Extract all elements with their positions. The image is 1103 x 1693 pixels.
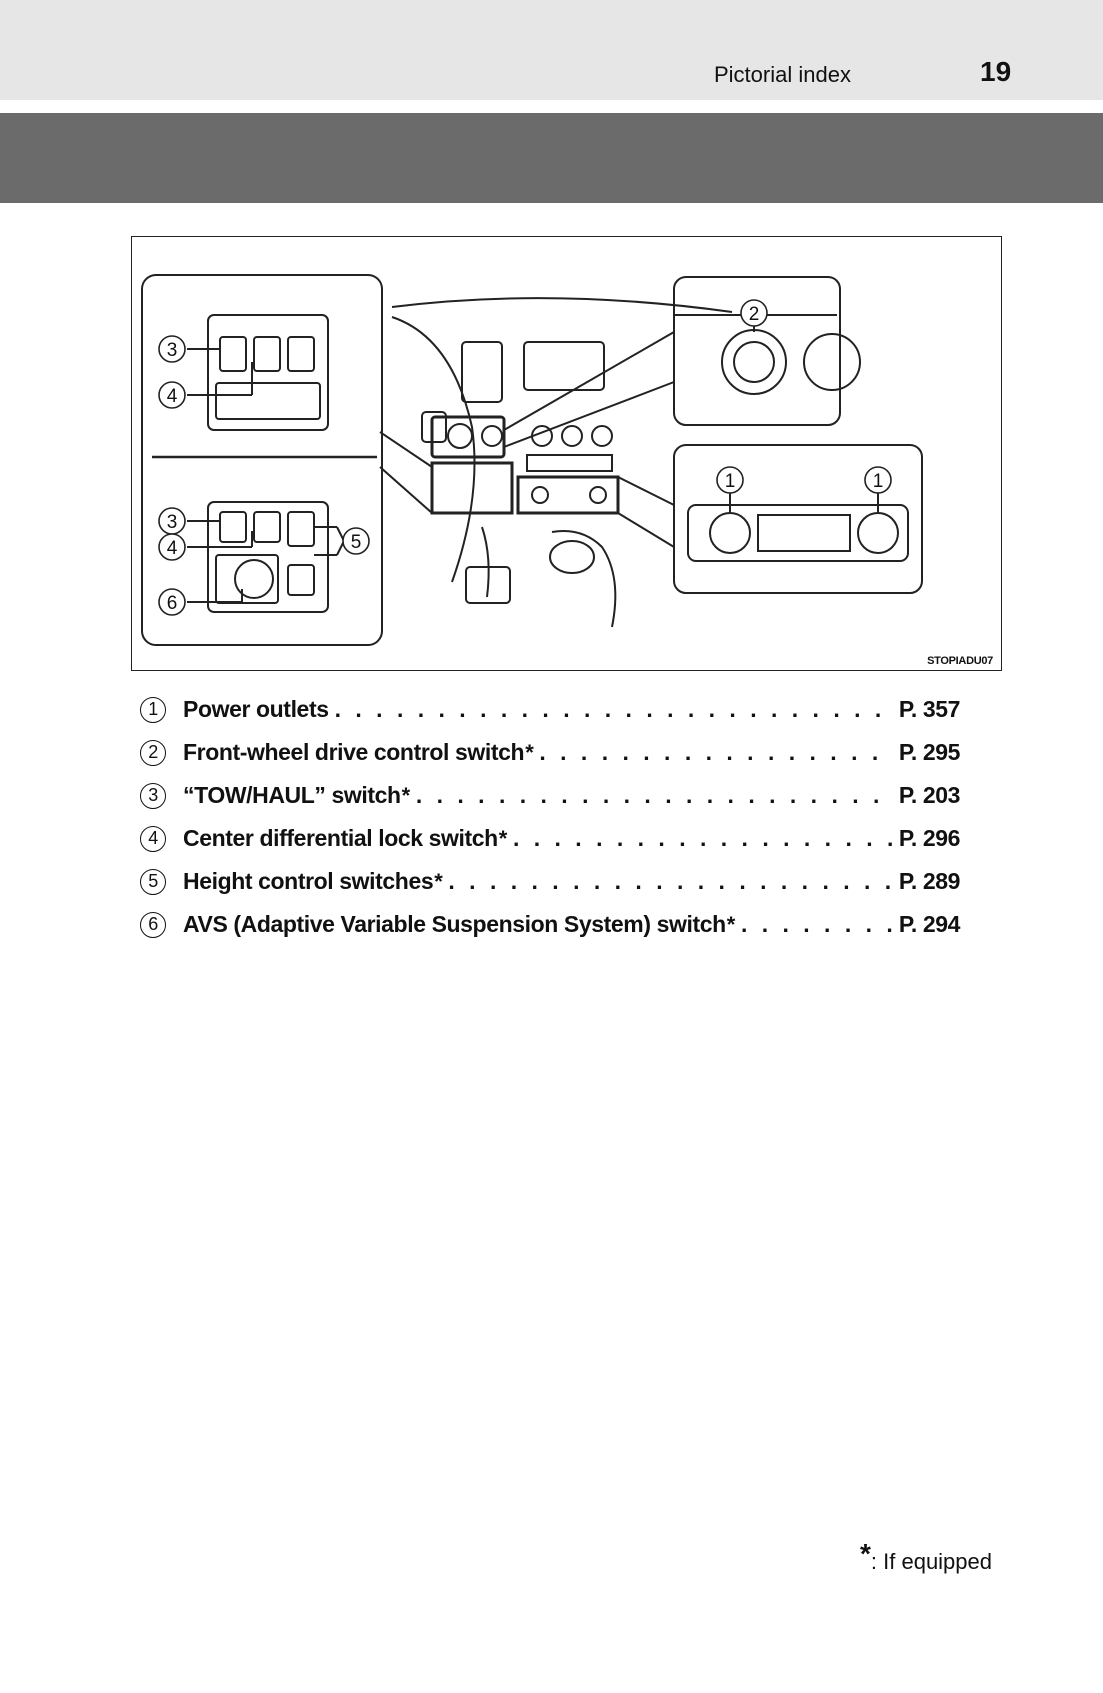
item-number: 5 bbox=[140, 868, 166, 895]
tow-haul-button-upper bbox=[219, 336, 247, 372]
item-number: 4 bbox=[140, 825, 166, 852]
item-label: “TOW/HAUL” switch bbox=[183, 782, 401, 808]
dot-leader: . . . . . . . . . . . . . . . . . . . . … bbox=[415, 782, 893, 808]
dashboard-illustration: 3 4 3 4 5 6 2 1 1 STOPIADU07 bbox=[131, 236, 1002, 671]
lower-switch-bank bbox=[207, 501, 329, 613]
header-band bbox=[0, 0, 1103, 100]
shifter-line bbox=[481, 526, 490, 598]
power-outlet-highlight bbox=[516, 475, 620, 515]
dot-leader: . . . . . . . . . . . . . . . . . . . . … bbox=[334, 696, 893, 722]
item-label: Height control switches bbox=[183, 868, 434, 894]
page-reference: P. 357 bbox=[898, 696, 961, 722]
shift-gate bbox=[465, 566, 511, 604]
power-outlet-left bbox=[709, 512, 751, 554]
footnote-text: : If equipped bbox=[870, 1549, 993, 1574]
list-item: 1 Power outlets . . . . . . . . . . . . … bbox=[140, 688, 960, 731]
blank-button-upper bbox=[287, 336, 315, 372]
fwd-knob bbox=[447, 423, 473, 449]
upper-switch-bank bbox=[207, 314, 329, 431]
if-equipped-mark: * bbox=[525, 739, 534, 765]
item-number: 1 bbox=[140, 696, 166, 723]
list-item: 4 Center differential lock switch* . . .… bbox=[140, 817, 960, 860]
height-lock-button bbox=[287, 564, 315, 596]
console-curve bbox=[551, 530, 617, 628]
index-list: 1 Power outlets . . . . . . . . . . . . … bbox=[140, 688, 960, 946]
switch-bank-highlight bbox=[430, 461, 514, 515]
item-label: AVS (Adaptive Variable Suspension System… bbox=[183, 911, 726, 937]
leader-to-switch-bank bbox=[379, 431, 433, 468]
page-number: 19 bbox=[980, 56, 1012, 87]
figure-code: STOPIADU07 bbox=[927, 655, 993, 667]
footnote: *: If equipped bbox=[860, 1538, 992, 1575]
callout-3-upper: 3 bbox=[167, 340, 178, 361]
item-number: 3 bbox=[140, 782, 166, 809]
item-number: 6 bbox=[140, 911, 166, 938]
steering-wheel-rim bbox=[391, 316, 476, 583]
section-banner bbox=[0, 113, 1103, 203]
dot-leader: . . . . . . . . . . . . . . . . . . . . … bbox=[539, 739, 893, 765]
front-wheel-drive-highlight bbox=[430, 415, 506, 459]
adjacent-knob bbox=[803, 333, 861, 391]
dash-top-curve bbox=[391, 297, 733, 313]
left-inset-frame bbox=[141, 274, 383, 646]
callout-5: 5 bbox=[351, 532, 362, 553]
callout-4-upper: 4 bbox=[167, 386, 178, 407]
dot-leader: . . . . . . . . . . . . . . . . . . . . … bbox=[512, 825, 893, 851]
item-label: Front-wheel drive control switch bbox=[183, 739, 525, 765]
page-reference: P. 295 bbox=[898, 739, 961, 765]
avs-dial bbox=[234, 559, 274, 599]
outlet-tray bbox=[757, 514, 851, 552]
list-item: 6 AVS (Adaptive Variable Suspension Syst… bbox=[140, 903, 960, 946]
page-reference: P. 294 bbox=[898, 911, 961, 937]
fwd-control-knob-ring bbox=[721, 329, 787, 395]
left-vent bbox=[461, 341, 503, 403]
if-equipped-mark: * bbox=[434, 868, 443, 894]
right-lower-inset-frame bbox=[673, 444, 923, 594]
page-reference: P. 203 bbox=[898, 782, 961, 808]
avs-switch-panel bbox=[215, 554, 279, 604]
tow-haul-button-lower bbox=[219, 511, 247, 543]
section-title: Pictorial index bbox=[714, 62, 851, 87]
list-item: 2 Front-wheel drive control switch* . . … bbox=[140, 731, 960, 774]
callout-1-left: 1 bbox=[725, 471, 736, 492]
item-label: Center differential lock switch bbox=[183, 825, 498, 851]
fwd-control-knob bbox=[733, 341, 775, 383]
upper-bank-tray bbox=[215, 382, 321, 420]
list-item: 5 Height control switches* . . . . . . .… bbox=[140, 860, 960, 903]
if-equipped-mark: * bbox=[726, 911, 736, 937]
if-equipped-mark: * bbox=[498, 825, 508, 851]
climate-buttons bbox=[526, 454, 613, 472]
callout-6: 6 bbox=[167, 593, 178, 614]
power-outlet-right bbox=[857, 512, 899, 554]
right-upper-inset-frame bbox=[673, 276, 841, 426]
callout-2: 2 bbox=[749, 304, 760, 325]
footnote-mark: * bbox=[860, 1538, 871, 1569]
item-number: 2 bbox=[140, 739, 166, 766]
callout-3-lower: 3 bbox=[167, 512, 178, 533]
dot-leader: . . . . . . . . . . . . . . . . . . . . … bbox=[448, 868, 892, 894]
outlet-bezel bbox=[687, 504, 909, 562]
page-reference: P. 296 bbox=[898, 825, 961, 851]
height-up-down-button bbox=[287, 511, 315, 547]
if-equipped-mark: * bbox=[401, 782, 411, 808]
item-label: Power outlets bbox=[183, 696, 329, 722]
cup-holder bbox=[549, 540, 595, 574]
callout-4-lower: 4 bbox=[167, 538, 178, 559]
dot-leader: . . . . . . . . . . . . . bbox=[740, 911, 893, 937]
page-reference: P. 289 bbox=[898, 868, 961, 894]
list-item: 3 “TOW/HAUL” switch* . . . . . . . . . .… bbox=[140, 774, 960, 817]
callout-1-right: 1 bbox=[873, 471, 884, 492]
dashboard-line-drawing: 3 4 3 4 5 6 2 1 1 bbox=[141, 274, 923, 646]
diff-lock-button-upper bbox=[253, 336, 281, 372]
navigation-screen bbox=[523, 341, 605, 391]
diff-lock-button-lower bbox=[253, 511, 281, 543]
stalk-lever bbox=[421, 411, 447, 443]
